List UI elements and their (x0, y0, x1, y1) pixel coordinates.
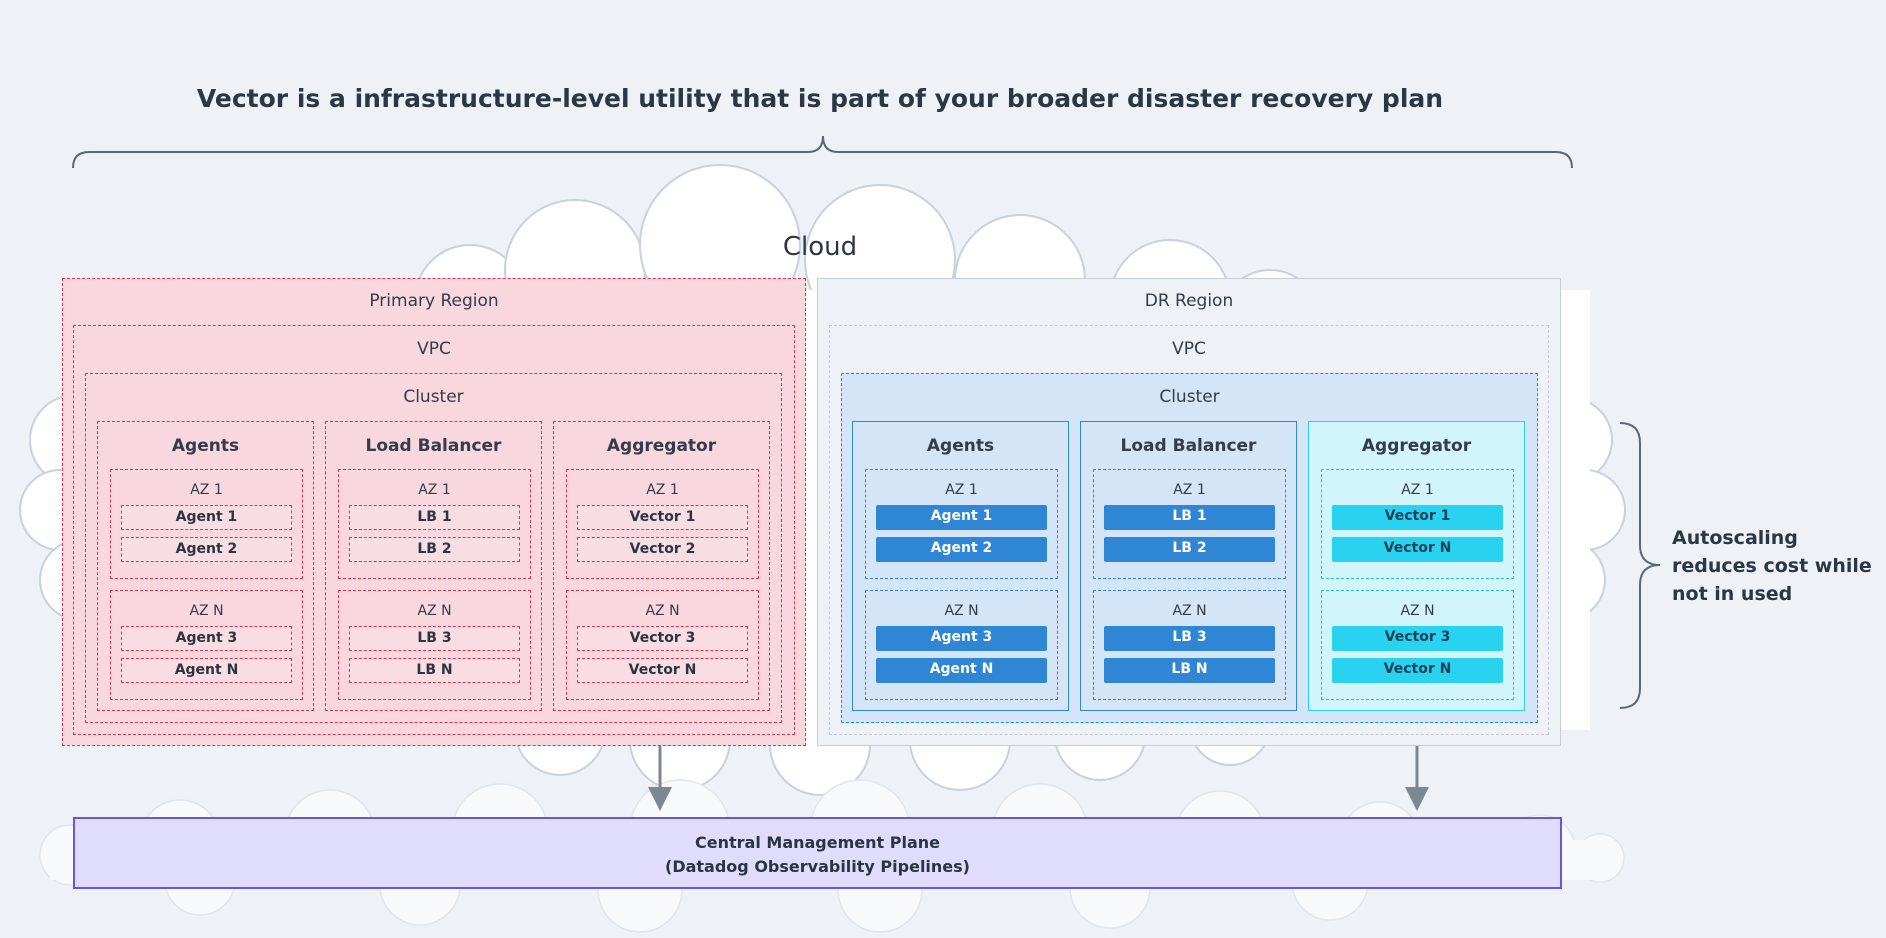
az-label: AZ 1 (190, 482, 223, 498)
primary-cluster-label: Cluster (403, 387, 464, 407)
autoscaling-note: Autoscaling reduces cost while not in us… (1672, 527, 1872, 605)
dr-aggregator-title: Aggregator (1361, 436, 1472, 456)
az-label: AZ 1 (945, 482, 978, 498)
dr-agg-az1: AZ 1 Vector 1 Vector N (1321, 469, 1514, 579)
primary-lb-azn: AZ N LB 3 LB N (338, 590, 531, 700)
primary-agents-group: Agents AZ 1 Agent 1 Agent 2 AZ N Agent 3… (97, 421, 314, 711)
az-label: AZ N (417, 603, 452, 619)
primary-lb-title: Load Balancer (365, 436, 502, 456)
lb-3-node: LB 3 (349, 626, 520, 651)
primary-aggregator-title: Aggregator (606, 436, 717, 456)
primary-agents-title: Agents (171, 436, 240, 456)
az-label: AZ N (645, 603, 680, 619)
dr-region-label: DR Region (1144, 291, 1234, 311)
dr-lb-title: Load Balancer (1120, 436, 1257, 456)
az-label: AZ N (944, 603, 979, 619)
agent-1-node: Agent 1 (121, 505, 292, 530)
top-brace (72, 135, 1573, 169)
dr-vpc: VPC (829, 325, 1549, 735)
primary-vpc: VPC (73, 325, 795, 735)
primary-region-label: Primary Region (369, 291, 499, 311)
primary-agg-azn: AZ N Vector 3 Vector N (566, 590, 759, 700)
agent-3-node: Agent 3 (876, 626, 1047, 651)
dr-agents-az1: AZ 1 Agent 1 Agent 2 (865, 469, 1058, 579)
management-plane-subtitle: (Datadog Observability Pipelines) (665, 857, 970, 876)
az-label: AZ N (1400, 603, 1435, 619)
lb-2-node: LB 2 (349, 537, 520, 562)
vector-1-node: Vector 1 (1332, 505, 1503, 530)
page-title: Vector is a infrastructure-level utility… (196, 84, 1444, 113)
dr-aggregator-group: Aggregator AZ 1 Vector 1 Vector N AZ N V… (1308, 421, 1525, 711)
lb-n-node: LB N (1104, 658, 1275, 683)
lb-n-node: LB N (349, 658, 520, 683)
dr-agg-azn: AZ N Vector 3 Vector N (1321, 590, 1514, 700)
dr-cluster-label: Cluster (1159, 387, 1220, 407)
az-label: AZ 1 (646, 482, 679, 498)
az-label: AZ 1 (1401, 482, 1434, 498)
vector-3-node: Vector 3 (577, 626, 748, 651)
primary-lb-group: Load Balancer AZ 1 LB 1 LB 2 AZ N LB 3 L… (325, 421, 542, 711)
dr-lb-az1: AZ 1 LB 1 LB 2 (1093, 469, 1286, 579)
dr-agents-azn: AZ N Agent 3 Agent N (865, 590, 1058, 700)
dr-vpc-label: VPC (1172, 339, 1206, 359)
cloud-label: Cloud (782, 232, 858, 262)
vector-n-node: Vector N (1332, 658, 1503, 683)
primary-aggregator-group: Aggregator AZ 1 Vector 1 Vector 2 AZ N V… (553, 421, 770, 711)
vector-1-node: Vector 1 (577, 505, 748, 530)
az-label: AZ 1 (418, 482, 451, 498)
dr-agents-title: Agents (926, 436, 995, 456)
az-label: AZ N (1172, 603, 1207, 619)
primary-lb-az1: AZ 1 LB 1 LB 2 (338, 469, 531, 579)
vector-n-node: Vector N (1332, 537, 1503, 562)
lb-1-node: LB 1 (1104, 505, 1275, 530)
lb-3-node: LB 3 (1104, 626, 1275, 651)
agent-3-node: Agent 3 (121, 626, 292, 651)
dr-agents-group: Agents AZ 1 Agent 1 Agent 2 AZ N Agent 3… (852, 421, 1069, 711)
agent-2-node: Agent 2 (121, 537, 292, 562)
agent-n-node: Agent N (121, 658, 292, 683)
lb-2-node: LB 2 (1104, 537, 1275, 562)
dr-lb-group: Load Balancer AZ 1 LB 1 LB 2 AZ N LB 3 L… (1080, 421, 1297, 711)
primary-agents-az1: AZ 1 Agent 1 Agent 2 (110, 469, 303, 579)
vector-n-node: Vector N (577, 658, 748, 683)
primary-cluster: Cluster (85, 373, 782, 723)
az-label: AZ N (189, 603, 224, 619)
agent-2-node: Agent 2 (876, 537, 1047, 562)
right-brace (1619, 422, 1661, 709)
dr-lb-azn: AZ N LB 3 LB N (1093, 590, 1286, 700)
primary-vpc-label: VPC (417, 339, 451, 359)
vector-3-node: Vector 3 (1332, 626, 1503, 651)
vector-2-node: Vector 2 (577, 537, 748, 562)
primary-agents-azn: AZ N Agent 3 Agent N (110, 590, 303, 700)
agent-n-node: Agent N (876, 658, 1047, 683)
management-plane-title: Central Management Plane (695, 833, 940, 852)
az-label: AZ 1 (1173, 482, 1206, 498)
central-management-plane: Central Management Plane (Datadog Observ… (73, 817, 1562, 889)
primary-agg-az1: AZ 1 Vector 1 Vector 2 (566, 469, 759, 579)
agent-1-node: Agent 1 (876, 505, 1047, 530)
lb-1-node: LB 1 (349, 505, 520, 530)
